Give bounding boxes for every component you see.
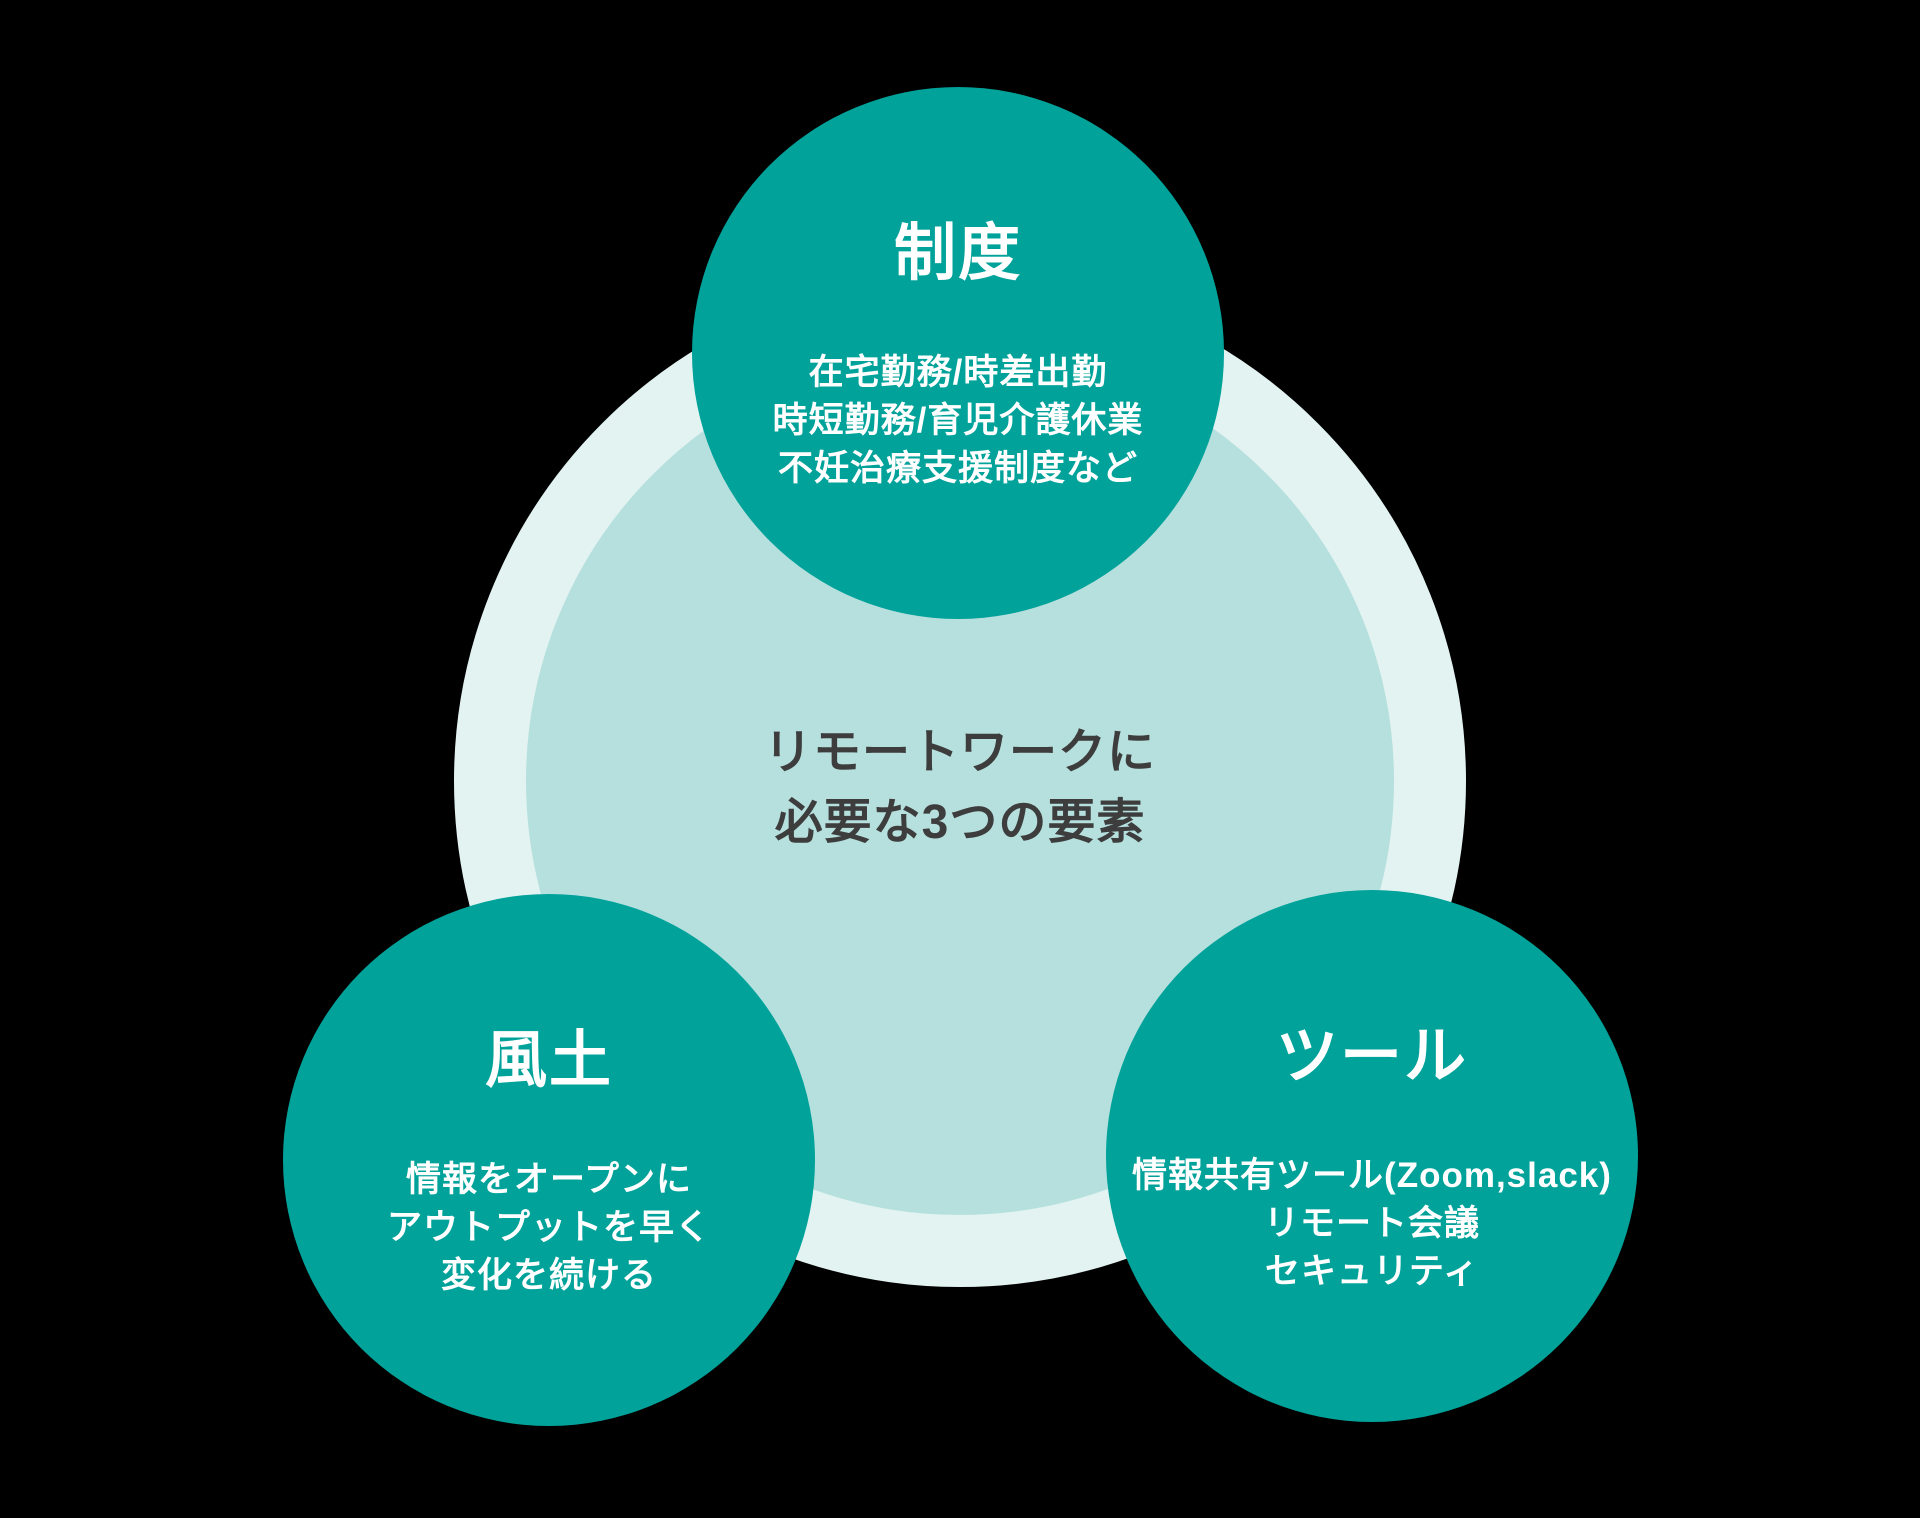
center-title-line-2: 必要な3つの要素 [774,796,1146,849]
node-policy-items: 在宅勤務/時差出勤 時短勤務/育児介護休業 不妊治療支援制度など [692,349,1224,493]
node-policy-title: 制度 [893,219,1022,288]
node-tools-circle: ツール 情報共有ツール(Zoom,slack) リモート会議 セキュリティ [1106,890,1638,1422]
node-culture-item-3: 変化を続ける [440,1256,657,1295]
center-title-line-1: リモートワークに [763,726,1156,779]
node-tools-item-2: リモート会議 [1263,1204,1480,1243]
node-policy-circle: 制度 在宅勤務/時差出勤 時短勤務/育児介護休業 不妊治療支援制度など [692,87,1224,619]
node-culture-item-2: アウトプットを早く [386,1208,711,1247]
node-policy-item-2: 時短勤務/育児介護休業 [772,401,1144,440]
node-tools-item-1: 情報共有ツール(Zoom,slack) [1132,1156,1612,1195]
node-culture-items: 情報をオープンに アウトプットを早く 変化を続ける [283,1156,815,1300]
node-policy-item-3: 不妊治療支援制度など [777,449,1138,488]
node-tools-items: 情報共有ツール(Zoom,slack) リモート会議 セキュリティ [1106,1152,1638,1296]
node-culture-title: 風土 [484,1026,613,1095]
node-culture-item-1: 情報をオープンに [406,1160,692,1199]
node-tools-title: ツール [1275,1022,1468,1091]
node-tools-item-3: セキュリティ [1265,1252,1479,1291]
node-policy-item-1: 在宅勤務/時差出勤 [808,353,1108,392]
center-title: リモートワークに 必要な3つの要素 [454,718,1466,858]
node-culture-circle: 風土 情報をオープンに アウトプットを早く 変化を続ける [283,894,815,1426]
